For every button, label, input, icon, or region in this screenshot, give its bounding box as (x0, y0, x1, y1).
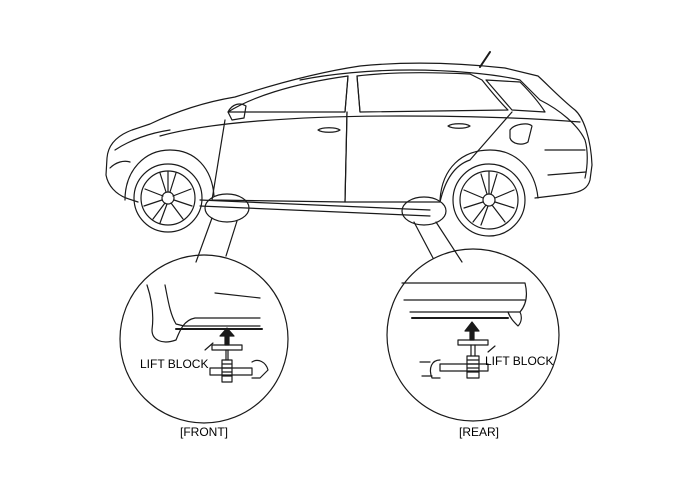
rear-lift-point-marker (401, 196, 447, 226)
front-door (211, 111, 348, 203)
front-lift-point-marker (204, 193, 250, 223)
rear-door (344, 111, 513, 203)
side-mirror (227, 103, 247, 121)
rear-wheel (452, 163, 526, 237)
rear-window (485, 79, 546, 113)
rocker-sill (199, 199, 431, 217)
front-detail-view (119, 254, 289, 424)
front-lift-block-pad (211, 344, 243, 351)
front-wheel-arch (124, 149, 215, 201)
rear-lift-block-pad (457, 339, 489, 346)
front-wheel (133, 163, 203, 233)
car-body-outline (105, 62, 593, 203)
rear-caption: [REAR] (459, 425, 500, 439)
front-lift-block-label: LIFT BLOCK (140, 357, 209, 371)
middle-window (356, 72, 509, 113)
front-caption: [FRONT] (180, 425, 228, 439)
rear-detail-view (386, 248, 560, 422)
car-side-view (105, 51, 593, 237)
rear-zoom-leader (413, 221, 463, 263)
rear-wheel-arch (439, 149, 539, 201)
rear-lift-block-label: LIFT BLOCK (485, 354, 554, 368)
